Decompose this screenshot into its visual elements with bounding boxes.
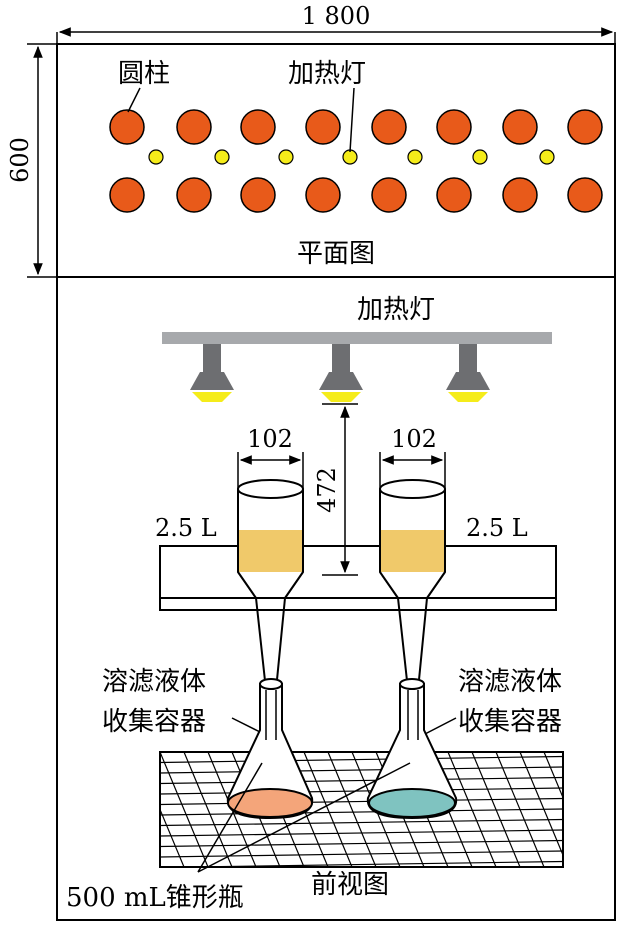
cylinder-1-7 — [502, 109, 538, 145]
cup-width-dimension-left: 102 — [237, 425, 304, 489]
left-flask — [226, 678, 314, 820]
lamp-dot-group — [148, 149, 555, 165]
lamp-dot-1 — [148, 149, 164, 165]
collector-label-right-1: 溶滤液体 — [458, 667, 562, 697]
grid-frame — [159, 751, 564, 868]
lamp-dot-6 — [472, 149, 488, 165]
lamp-dot-5 — [407, 149, 423, 165]
lamp-leader-line — [349, 87, 355, 153]
front-view-label: 前视图 — [311, 870, 389, 900]
volume-label-right: 2.5 L — [466, 514, 528, 542]
height-dimension: 600 — [6, 43, 57, 278]
lamp-bar-label: 加热灯 — [357, 295, 435, 325]
width-dimension-label: 1 800 — [302, 2, 371, 30]
lamp-head-3 — [446, 344, 490, 402]
height-dimension-label: 600 — [6, 137, 34, 183]
collector-leader-left — [231, 717, 261, 733]
right-flask — [366, 678, 458, 820]
cylinder-2-8 — [567, 177, 603, 213]
platform-base — [159, 597, 557, 611]
cylinder-2-4 — [305, 177, 341, 213]
cylinder-1-5 — [371, 109, 407, 145]
cylinder-1-6 — [436, 109, 472, 145]
svg-text:102: 102 — [247, 425, 293, 453]
volume-label-left: 2.5 L — [155, 514, 217, 542]
left-leaching-column — [237, 479, 304, 691]
lamp-dot-3 — [278, 149, 294, 165]
lamp-head-1 — [190, 344, 234, 402]
cylinder-label: 圆柱 — [118, 59, 170, 89]
plan-view-label: 平面图 — [297, 239, 375, 269]
front-frame — [56, 276, 616, 921]
cylinder-2-1 — [109, 177, 145, 213]
cylinder-2-3 — [240, 177, 276, 213]
right-leaching-column — [379, 479, 446, 691]
hatch-grid — [160, 752, 563, 867]
width-dimension: 1 800 — [56, 2, 616, 44]
flask-leader-left — [197, 762, 263, 873]
flask-label: 500 mL锥形瓶 — [66, 883, 244, 913]
svg-text:472: 472 — [313, 467, 341, 513]
lamp-head-2 — [319, 344, 363, 402]
cylinder-1-1 — [109, 109, 145, 145]
lamp-label: 加热灯 — [288, 59, 366, 89]
collector-label-left-1: 溶滤液体 — [102, 667, 206, 697]
lamp-bar — [162, 332, 552, 344]
lamp-dot-7 — [539, 149, 555, 165]
collector-label-left-2: 收集容器 — [102, 707, 206, 737]
cylinder-2-5 — [371, 177, 407, 213]
cylinder-2-7 — [502, 177, 538, 213]
cylinder-1-8 — [567, 109, 603, 145]
cylinder-leader-line — [127, 87, 141, 113]
collector-label-right-2: 收集容器 — [458, 707, 562, 737]
lamp-dot-4 — [342, 149, 358, 165]
cylinder-2-6 — [436, 177, 472, 213]
lamp-distance-dimension: 472 — [313, 403, 358, 576]
cylinder-2-2 — [176, 177, 212, 213]
flask-leader-right — [197, 762, 411, 873]
collector-leader-right — [424, 717, 457, 735]
cup-width-dimension-right: 102 — [379, 425, 446, 489]
platform — [159, 545, 557, 599]
lamp-dot-2 — [214, 149, 230, 165]
cylinder-group — [109, 109, 603, 213]
cylinder-1-3 — [240, 109, 276, 145]
svg-text:102: 102 — [391, 425, 437, 453]
lamp-head-group — [190, 344, 490, 402]
cylinder-1-2 — [176, 109, 212, 145]
cylinder-1-4 — [305, 109, 341, 145]
